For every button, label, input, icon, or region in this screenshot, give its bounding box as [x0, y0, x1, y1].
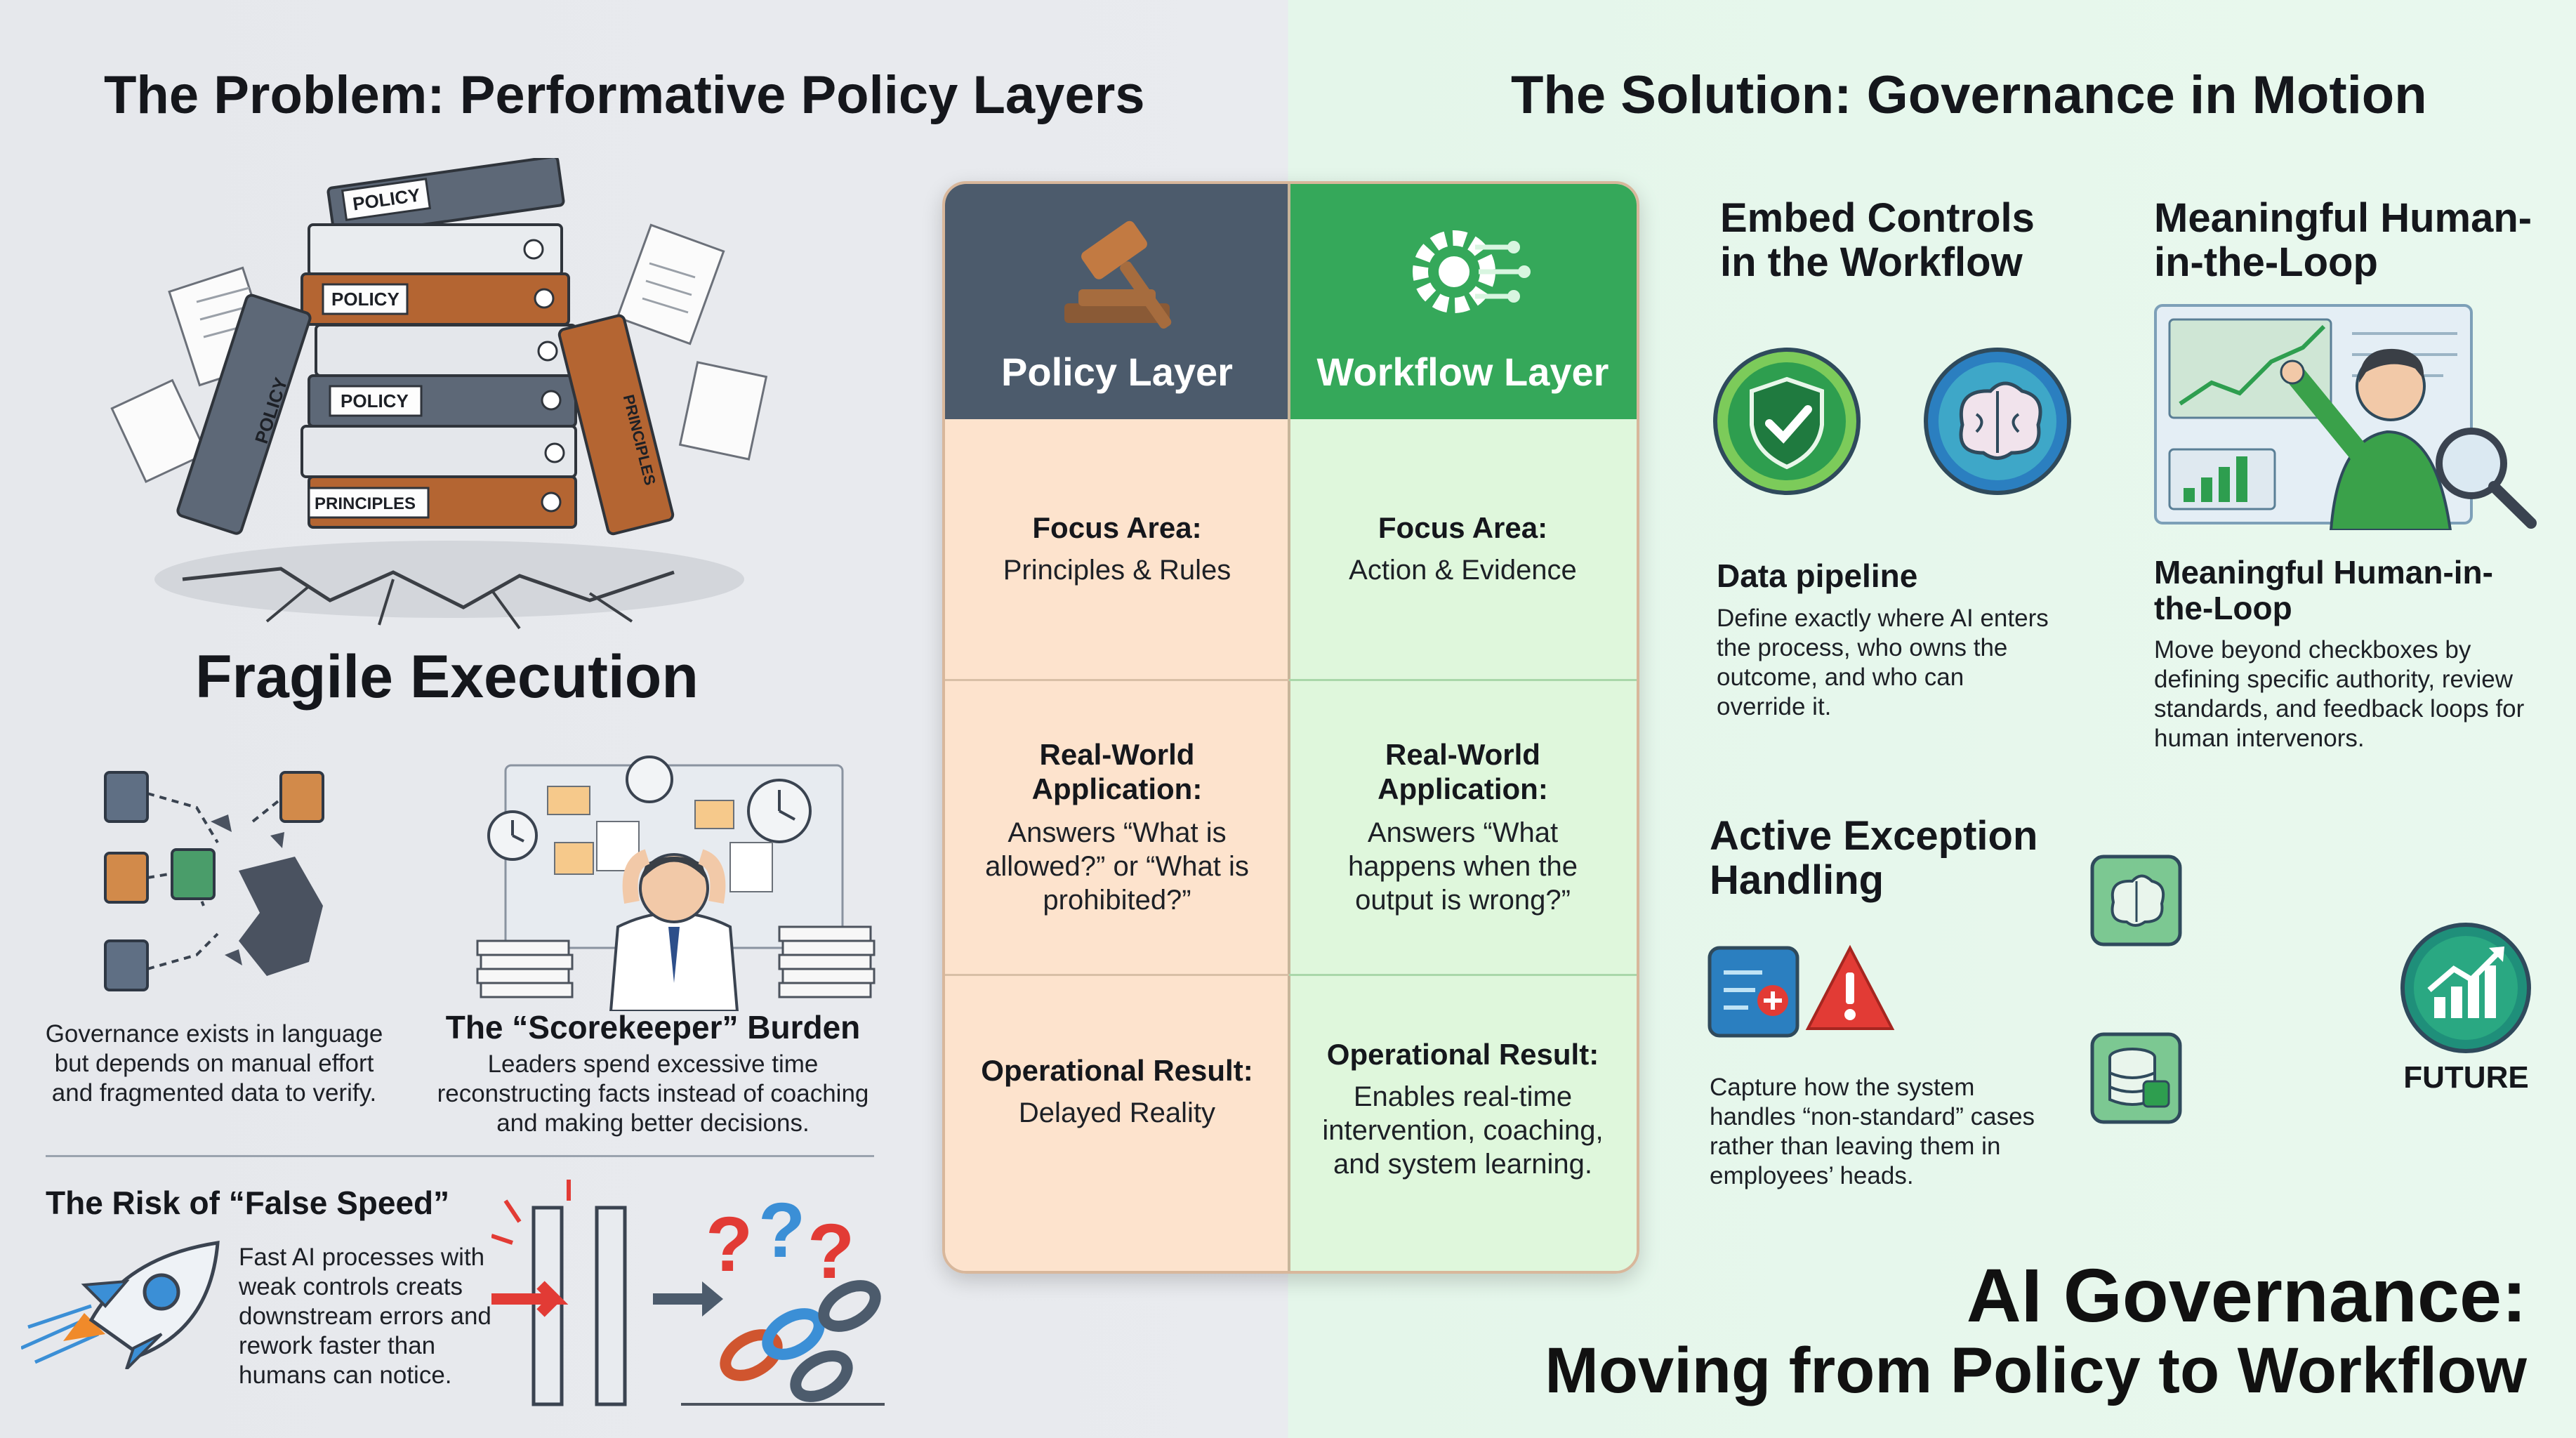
meaningful-hitl-heading: Meaningful Human-in-the-Loop: [2154, 195, 2532, 285]
workflow-focus-cell: Focus Area: Action & Evidence: [1289, 419, 1637, 679]
row-label: Operational Result:: [981, 1053, 1253, 1087]
policy-binders-illustration: POLICY POLICY POLICY PRINCIPLES POLICY P…: [110, 158, 768, 630]
exception-text: Capture how the system handles “non-stan…: [1710, 1074, 2035, 1189]
binder-label: POLICY: [331, 289, 399, 310]
brain-icon: [1924, 348, 2071, 495]
column-divider: [1288, 184, 1290, 1271]
policy-focus-value: Principles & Rules: [1003, 555, 1231, 586]
shield-check-icon: [1713, 348, 1861, 495]
row-label: Focus Area:: [1032, 510, 1202, 544]
row-label: Real-World Application:: [1031, 738, 1203, 805]
binder-label: POLICY: [341, 390, 409, 411]
row-divider: [1289, 974, 1637, 976]
gear-circuit-icon: [1413, 230, 1531, 313]
fragile-execution-title: Fragile Execution: [195, 643, 699, 711]
fragmented-data-illustration: [104, 771, 324, 991]
rocket-icon: [21, 1241, 220, 1369]
exception-handling-title: Active Exception Handling: [1710, 813, 2038, 903]
workflow-result-value: Enables real-time intervention, coaching…: [1322, 1081, 1604, 1180]
policy-focus-cell: Focus Area: Principles & Rules: [945, 419, 1289, 679]
svg-text:?: ?: [706, 1201, 753, 1288]
stressed-leader-illustration: [476, 756, 876, 1011]
controls-icons: [1713, 348, 2071, 495]
embed-controls-title: Embed Controls in the Workflow: [1720, 195, 2035, 285]
hitl-text: Move beyond checkboxes by defining speci…: [2154, 636, 2525, 752]
policy-application-cell: Real-World Application: Answers “What is…: [966, 681, 1268, 974]
scorekeeper-title: The “Scorekeeper” Burden: [445, 1009, 861, 1045]
svg-text:?: ?: [807, 1208, 854, 1295]
growth-chart-icon: [2400, 923, 2531, 1053]
row-divider: [945, 974, 1289, 976]
binder-label: PRINCIPLES: [315, 494, 416, 513]
policy-result-value: Delayed Reality: [1018, 1097, 1216, 1129]
workflow-application-cell: Real-World Application: Answers “What ha…: [1314, 681, 1612, 974]
main-title-line1: AI Governance:: [1966, 1253, 2527, 1338]
policy-header-label: Policy Layer: [1001, 350, 1233, 394]
gavel-icon: [1064, 220, 1172, 329]
workflow-header-label: Workflow Layer: [1316, 350, 1609, 394]
brain-icon: [2090, 855, 2182, 946]
workflow-result-cell: Operational Result: Enables real-time in…: [1317, 976, 1609, 1243]
row-divider: [1289, 679, 1637, 681]
false-speed-title: The Risk of “False Speed”: [46, 1185, 450, 1221]
analyst-dashboard-illustration: [2154, 304, 2537, 530]
policy-application-value: Answers “What is allowed?” or “What is p…: [985, 817, 1249, 916]
policy-header: Policy Layer: [945, 184, 1289, 419]
data-pipeline-title: Data pipeline: [1717, 558, 1918, 594]
scorekeeper-text: Leaders spend excessive time reconstruct…: [437, 1050, 869, 1137]
row-label: Operational Result:: [1326, 1037, 1599, 1071]
false-speed-text: Fast AI processes with weak controls cre…: [239, 1244, 491, 1389]
workflow-header: Workflow Layer: [1289, 184, 1637, 419]
row-label: Real-World Application:: [1378, 738, 1548, 805]
section-divider: [46, 1155, 874, 1157]
main-title-line2: Moving from Policy to Workflow: [1545, 1335, 2527, 1406]
comparison-table: Policy Layer Workflow Layer Focus Area: …: [942, 181, 1639, 1274]
row-divider: [945, 679, 1289, 681]
hitl-title: Meaningful Human-in-the-Loop: [2154, 554, 2493, 626]
data-pipeline-text: Define exactly where AI enters the proce…: [1717, 605, 2049, 720]
database-icon: [2090, 1032, 2182, 1124]
solution-title: The Solution: Governance in Motion: [1511, 65, 2427, 125]
broken-chain-icon: ???: [491, 1180, 885, 1406]
row-label: Focus Area:: [1378, 510, 1548, 544]
workflow-focus-value: Action & Evidence: [1349, 555, 1577, 586]
workflow-application-value: Answers “What happens when the output is…: [1348, 817, 1578, 916]
policy-result-cell: Operational Result: Delayed Reality: [945, 976, 1289, 1208]
future-label: FUTURE: [2403, 1060, 2529, 1095]
problem-title: The Problem: Performative Policy Layers: [104, 65, 1145, 125]
governance-text: Governance exists in language but depend…: [45, 1020, 383, 1107]
exception-icons: [1708, 944, 1895, 1038]
svg-text:?: ?: [758, 1187, 805, 1274]
